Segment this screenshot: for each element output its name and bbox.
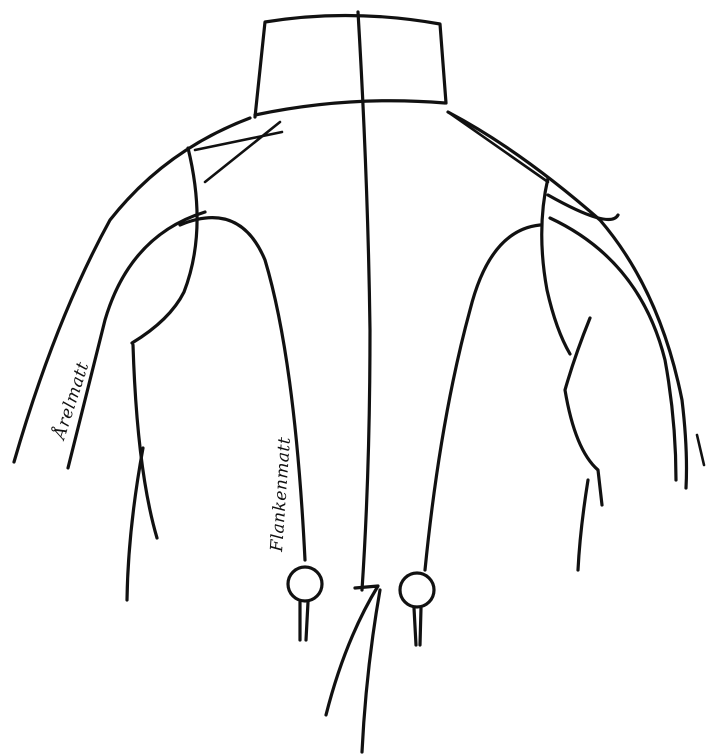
right-point-tail: [414, 608, 421, 645]
left-arm-outer: [14, 118, 250, 462]
left-torso-lower: [127, 448, 143, 600]
right-arm-outer: [448, 112, 687, 488]
right-point-circle: [400, 573, 434, 607]
left-torso-side: [133, 345, 157, 538]
left-point-circle: [288, 567, 322, 601]
left-outer-label: Årelmatt: [48, 359, 93, 443]
left-arm-inner: [132, 148, 197, 343]
right-meridian-line: [425, 225, 540, 570]
right-torso-side: [565, 318, 602, 505]
left-point-tail: [300, 602, 308, 640]
left-inner-label: Flankenmatt: [267, 436, 295, 553]
shoulder-line-left-lower: [205, 122, 280, 182]
spine-line: [358, 12, 370, 590]
neck: [255, 15, 446, 117]
right-torso-lower: [578, 480, 588, 570]
lower-split-right: [362, 590, 380, 752]
shoulder-line-right: [448, 112, 548, 182]
neck-base-line: [255, 101, 445, 115]
right-arm-outer-tip: [697, 435, 704, 465]
shoulder-line-left: [195, 132, 282, 150]
